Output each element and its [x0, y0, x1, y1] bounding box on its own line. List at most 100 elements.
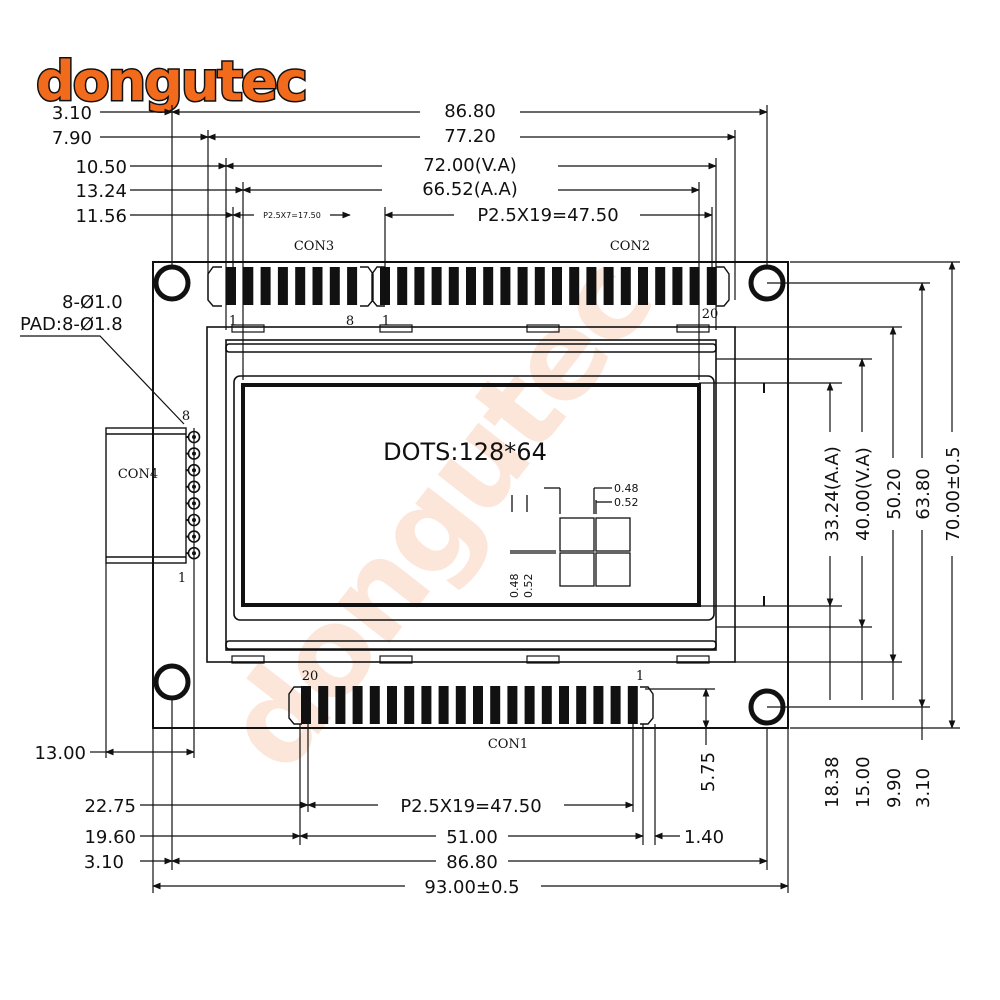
- con2-pin-start: 1: [382, 314, 390, 329]
- dim-con1-height: 5.75: [698, 752, 719, 792]
- con2-header: [371, 266, 730, 307]
- con2-pin: [620, 267, 631, 305]
- dim-top-left-4: 13.24: [75, 181, 127, 202]
- con2-label: CON2: [610, 239, 650, 254]
- con2-pin: [672, 267, 683, 305]
- con3-pin: [295, 267, 306, 305]
- dim-right-bottom-2: 15.00: [853, 756, 874, 808]
- dots-resolution-label: DOTS:128*64: [383, 438, 547, 466]
- con2-pin: [638, 267, 648, 305]
- con3-pin: [243, 267, 254, 305]
- con3-pin: [226, 267, 236, 305]
- con1-pin: [455, 686, 466, 724]
- con2-pin: [569, 267, 580, 305]
- active-area: [241, 383, 701, 607]
- dim-top-left-5: 11.56: [75, 206, 127, 227]
- con2-pin: [414, 267, 425, 305]
- con3-pins: [226, 267, 358, 305]
- con2-pin: [586, 267, 597, 305]
- watermark-text: dongutec: [198, 235, 679, 796]
- dim-right-bottom-4: 3.10: [913, 768, 934, 808]
- dim-left-side: 13.00: [34, 743, 86, 764]
- dim-con1-span: 51.00: [446, 827, 498, 848]
- dim-right-active-area: 33.24(A.A): [822, 446, 843, 542]
- dot-size-detail: [510, 487, 631, 587]
- con2-pin: [534, 267, 545, 305]
- con4-header: [105, 427, 187, 564]
- dim-right-50-20: 50.20: [884, 468, 905, 520]
- con2-pin: [655, 267, 666, 305]
- con2-pin: [517, 267, 528, 305]
- con3-pin: [329, 267, 340, 305]
- bezel-clips: [231, 324, 710, 664]
- con4-pins: [186, 430, 201, 560]
- con2-pin-end: 20: [702, 307, 719, 322]
- dot-size-label-v1: 0.48: [508, 574, 521, 599]
- con4-label: CON4: [118, 467, 158, 482]
- con1-pin: [541, 686, 552, 724]
- dim-view-area: 72.00(V.A): [423, 155, 517, 176]
- con2-pin: [397, 267, 408, 305]
- holes-note: 8-Ø1.0: [62, 292, 123, 313]
- top-dimension-labels: 3.10 7.90 10.50 13.24 11.56 86.80 77.20 …: [52, 100, 640, 227]
- brand-logo: dongutec: [36, 50, 306, 113]
- con3-pin: [277, 267, 288, 305]
- right-dimension-labels: 33.24(A.A) 40.00(V.A) 50.20 63.80 70.00±…: [820, 432, 964, 808]
- mounting-hole-top-left: [153, 264, 191, 302]
- con3-pin-start: 1: [229, 314, 237, 329]
- con1-label: CON1: [488, 737, 528, 752]
- con2-pin: [466, 267, 476, 305]
- con2-pin: [483, 267, 494, 305]
- con1-height-dimension: [645, 688, 715, 745]
- con1-pin-start: 20: [302, 669, 319, 684]
- dot-size-label-v2: 0.52: [522, 574, 535, 599]
- dim-con3-pitch: P2.5X7=17.50: [263, 211, 321, 220]
- dim-top-left-3: 10.50: [75, 157, 127, 178]
- con2-pin: [431, 267, 442, 305]
- con3-pin: [260, 267, 271, 305]
- dim-right-63-80: 63.80: [913, 468, 934, 520]
- con1-pin: [559, 686, 569, 724]
- dim-overall-top: 86.80: [444, 101, 496, 122]
- con1-pin: [610, 686, 621, 724]
- mounting-hole-bottom-left: [153, 663, 191, 701]
- dim-right-bottom-3: 9.90: [884, 768, 905, 808]
- pad-note: PAD:8-Ø1.8: [20, 314, 123, 335]
- dim-hole-span-bottom: 86.80: [446, 852, 498, 873]
- lcd-bezel: [206, 326, 736, 663]
- con2-pin: [603, 267, 614, 305]
- con1-pin: [387, 686, 397, 724]
- dim-right-overall: 70.00±0.5: [943, 446, 964, 541]
- top-dimension-lines: [100, 105, 768, 380]
- con4-pin-bottom: 1: [178, 571, 186, 586]
- dim-overall-bottom: 93.00±0.5: [424, 877, 519, 898]
- con1-pin: [335, 686, 346, 724]
- dim-bottom-left-2: 19.60: [84, 827, 136, 848]
- pcb-outline: [152, 261, 789, 729]
- con1-pin: [352, 686, 363, 724]
- left-side-dimension: [90, 428, 195, 758]
- dim-con1-offset: 1.40: [684, 827, 724, 848]
- con1-pins: [301, 686, 638, 724]
- con1-header: [288, 686, 654, 725]
- con4-pin-top: 8: [182, 409, 190, 424]
- con1-pin: [421, 686, 432, 724]
- con2-pin: [448, 267, 459, 305]
- dot-size-label-h1: 0.48: [614, 482, 639, 495]
- con1-pin: [576, 686, 587, 724]
- con1-pin: [369, 686, 380, 724]
- dim-bottom-left-1: 22.75: [84, 796, 136, 817]
- con1-pin: [490, 686, 501, 724]
- dim-right-view-area: 40.00(V.A): [853, 447, 874, 541]
- holes-note-leader: [20, 335, 185, 425]
- con1-pin: [318, 686, 329, 724]
- con1-pin: [404, 686, 415, 724]
- con2-pin: [500, 267, 511, 305]
- con2-pin: [552, 267, 562, 305]
- con1-pin: [524, 686, 535, 724]
- dim-outline: 77.20: [444, 126, 496, 147]
- dim-con2-pitch: P2.5X19=47.50: [477, 205, 618, 226]
- dim-top-left-1: 3.10: [52, 103, 92, 124]
- dim-right-bottom-1: 18.38: [822, 756, 843, 808]
